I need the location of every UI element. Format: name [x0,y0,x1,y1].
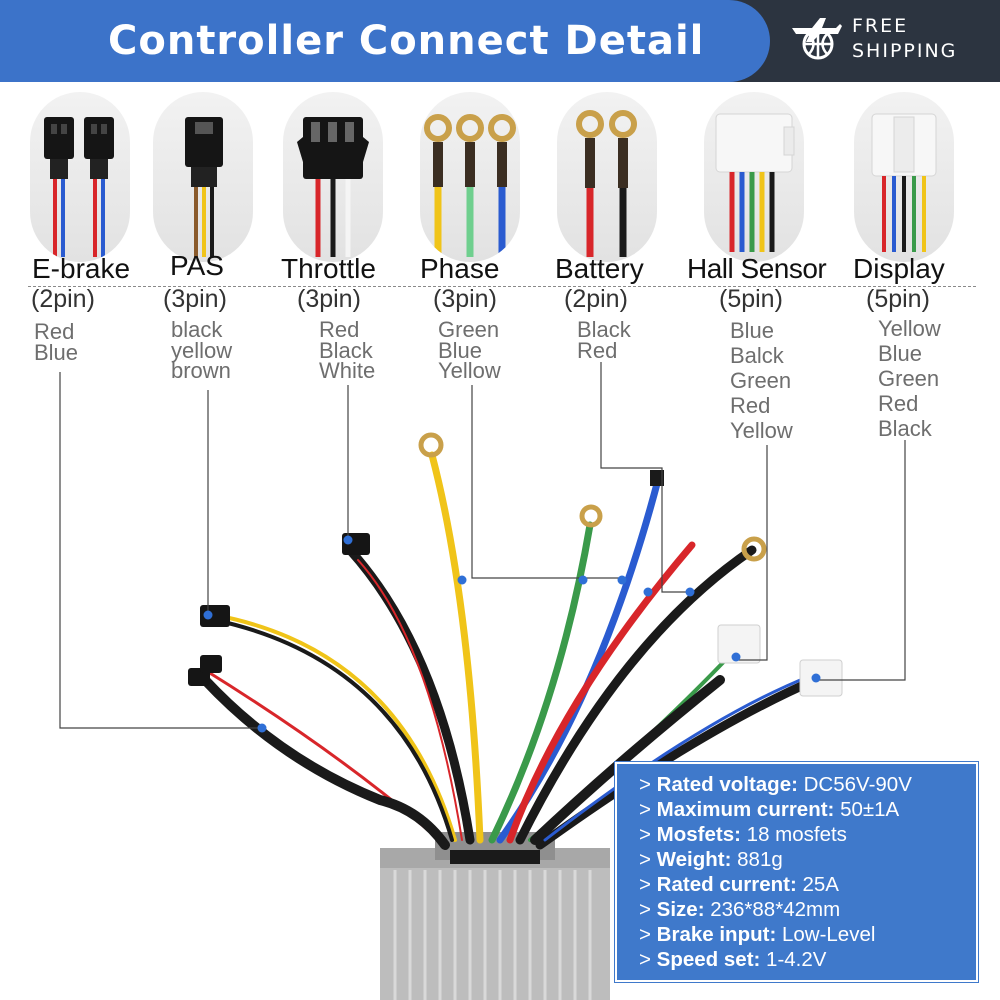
pas-wire-list: black yellow brown [171,317,233,383]
wire-color: Yellow [730,418,793,443]
display-name: Display [853,253,945,284]
badge-line-1: FREE [852,15,909,37]
display-wire-list: Yellow Blue Green Red Black [878,316,941,441]
battery-pins: (2pin) [564,285,628,313]
wire-color: Red [577,337,618,363]
free-shipping-badge: FREE SHIPPING [852,14,957,64]
wire-color: Red [34,319,75,344]
spec-mosfets: > Mosfets: 18 mosfets [639,823,847,846]
header-bar: Controller Connect Detail FREE SHIPPING [0,0,1000,82]
display-pins: (5pin) [866,285,930,313]
hall-sensor-connector-image [704,92,804,262]
wire-color: Black [319,337,373,363]
spec-panel: > Rated voltage: DC56V-90V > Maximum cur… [615,762,978,982]
wire-color: Green [878,366,940,391]
throttle-wire-list: Red Black White [319,317,376,383]
wire-color: Black [878,416,932,441]
spec-weight: > Weight: 881g [639,848,783,871]
page-title: Controller Connect Detail [108,18,705,64]
controller-wires [200,432,820,850]
display-connector-image [854,92,954,262]
phase-wire-list: Green Blue Yellow [438,317,501,383]
ebrake-pins: (2pin) [31,285,95,313]
pas-pins: (3pin) [163,285,227,313]
hall-sensor-name: Hall Sensor [687,253,827,284]
pas-connector-image [153,92,253,262]
phase-name: Phase [420,253,500,284]
hall-sensor-pins: (5pin) [719,285,783,313]
phase-connector-image [420,92,520,262]
wire-color: Yellow [438,358,501,383]
wire-color: black [171,317,223,342]
throttle-name: Throttle [281,253,376,284]
wire-color: Green [730,368,792,393]
title-banner: Controller Connect Detail [0,0,770,82]
connector-bodies [188,470,843,697]
callout-markers [203,535,821,733]
wire-color: Blue [438,337,483,363]
phase-pins: (3pin) [433,285,497,313]
spec-size: > Size: 236*88*42mm [639,898,841,921]
spec-rated-voltage: > Rated voltage: DC56V-90V [639,773,912,796]
battery-name: Battery [555,253,644,284]
wire-color: Red [878,391,919,416]
ebrake-name: E-brake [32,253,131,284]
controller-housing [380,832,610,1000]
spec-brake-input: > Brake input: Low-Level [639,923,876,946]
wire-color: Blue [730,318,775,343]
spec-speed-set: > Speed set: 1-4.2V [639,948,827,971]
wire-color: Green [438,317,500,342]
throttle-connector-image [283,92,383,262]
ebrake-connector-image [30,92,130,262]
badge-line-2: SHIPPING [852,40,958,62]
hall-sensor-wire-list: Blue Balck Green Red Yellow [730,318,793,443]
spec-maximum-current: > Maximum current: 50±1A [639,798,900,821]
wire-color: Blue [34,339,79,365]
pas-name: PAS [170,250,224,281]
wire-color: White [319,358,376,383]
wire-color: Black [577,317,631,342]
wire-color: yellow [171,337,233,363]
battery-connector-image [557,92,657,262]
callout-lines [59,362,906,729]
plane-globe-icon [792,18,842,60]
wire-color: Blue [878,341,923,366]
battery-wire-list: Black Red [577,317,631,363]
ebrake-wire-list: Red Blue [34,319,79,365]
wire-color: Red [319,317,360,342]
wire-color: Red [730,393,771,418]
dashed-divider [28,286,976,287]
wire-color: brown [171,358,231,383]
wire-color: Yellow [878,316,941,341]
wire-color: Balck [730,343,784,368]
throttle-pins: (3pin) [297,285,361,313]
spec-rated-current: > Rated current: 25A [639,873,839,896]
